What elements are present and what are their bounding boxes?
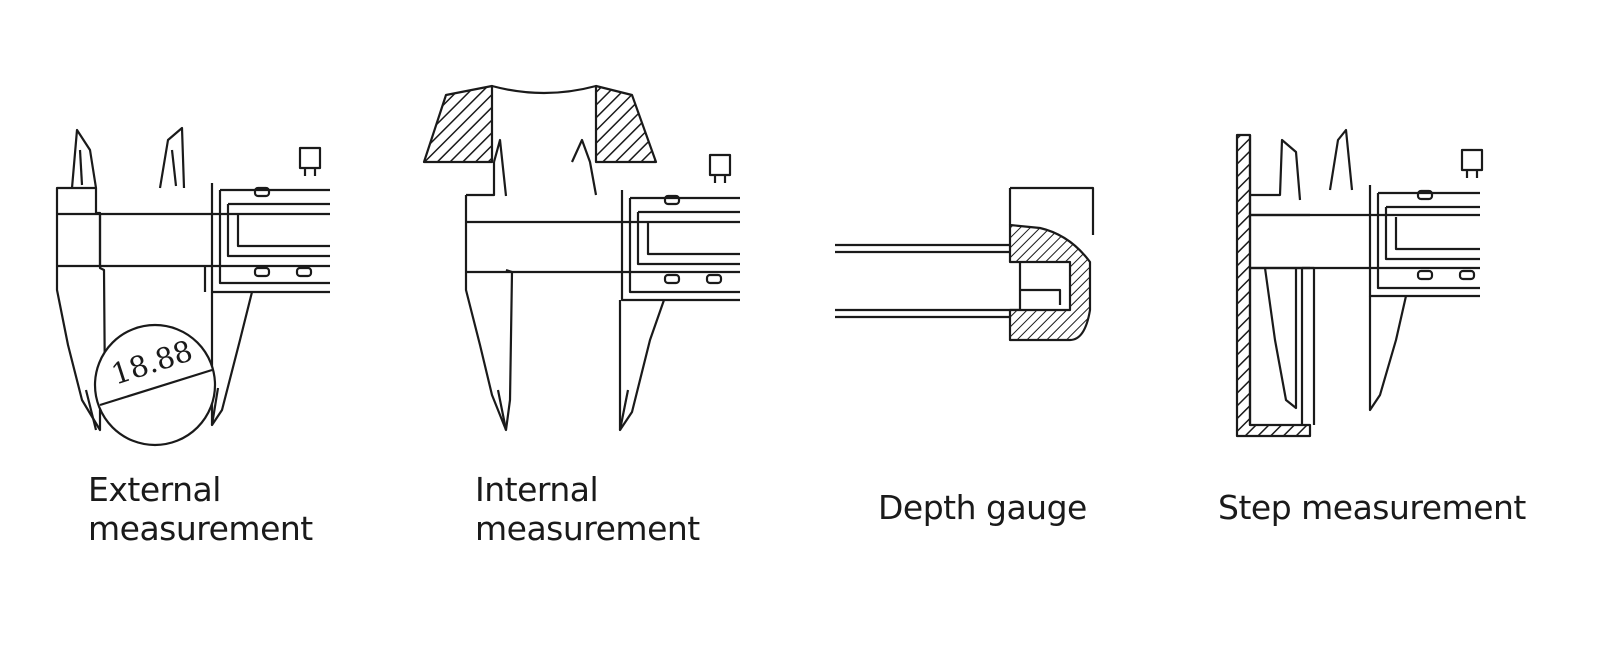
depth-caption-label: Depth gauge bbox=[878, 488, 1087, 527]
internal-caliper-illustration bbox=[422, 84, 740, 432]
depth-gauge-caption: Depth gauge bbox=[878, 488, 1087, 527]
external-caption-line1: External bbox=[88, 470, 221, 509]
internal-caption-line1: Internal bbox=[475, 470, 599, 509]
internal-measurement-caption: Internal measurement bbox=[475, 470, 700, 548]
step-measurement-caption: Step measurement bbox=[1218, 488, 1526, 527]
step-caliper-illustration bbox=[1235, 128, 1484, 438]
step-caption-label: Step measurement bbox=[1218, 488, 1526, 527]
external-caliper-illustration: 18.88 bbox=[55, 126, 330, 447]
external-measurement-caption: External measurement bbox=[88, 470, 313, 548]
external-caption-line2: measurement bbox=[88, 509, 313, 548]
internal-caption-line2: measurement bbox=[475, 509, 700, 548]
depth-gauge-illustration bbox=[835, 186, 1095, 342]
